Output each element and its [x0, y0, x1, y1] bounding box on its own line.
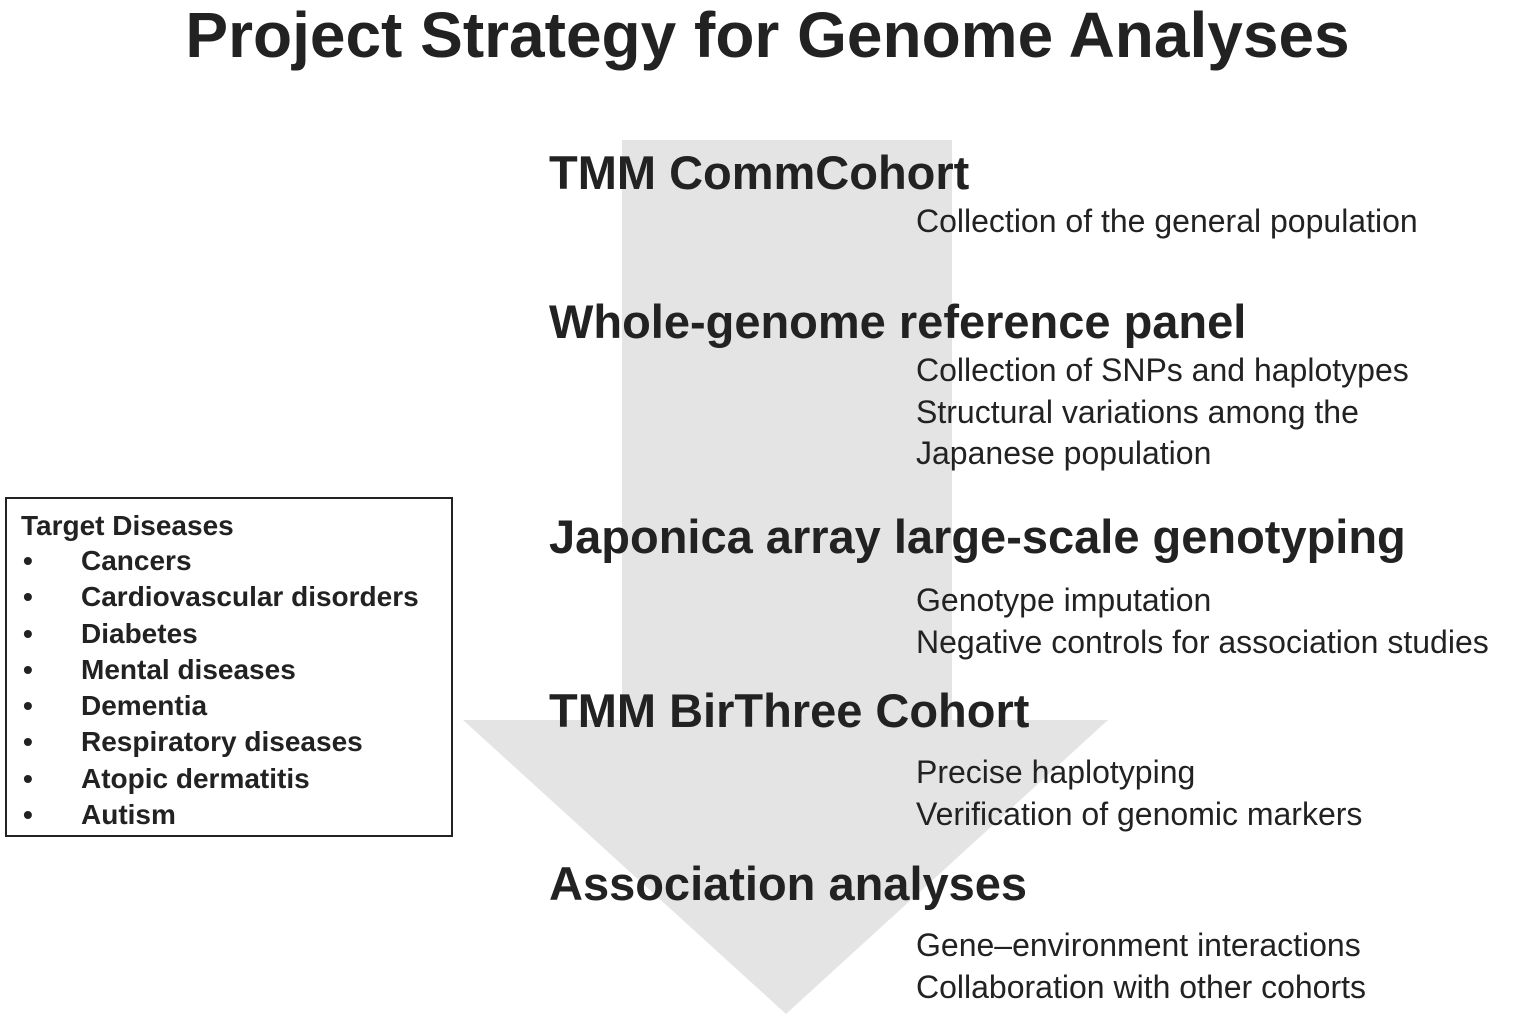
step-detail-line: Verification of genomic markers	[916, 795, 1363, 832]
step-detail-line: Japanese population	[916, 435, 1212, 471]
target-diseases-list: • Cancers • Cardiovascular disorders • Diab…	[21, 543, 451, 833]
disease-label: Diabetes	[81, 617, 198, 649]
disease-item: • Cancers	[21, 543, 451, 579]
step-japonica-array-genotyping: Japonica array large-scale genotyping Ge…	[549, 509, 1489, 663]
step-whole-genome-reference-panel: Whole-genome reference panel Collection …	[549, 294, 1409, 475]
step-detail-line: Collection of SNPs and haplotypes	[916, 352, 1409, 388]
bullet-icon: •	[23, 690, 33, 722]
page-title: Project Strategy for Genome Analyses	[185, 0, 1350, 71]
bullet-icon: •	[23, 581, 33, 613]
step-details: Collection of the general population	[916, 201, 1418, 243]
step-tmm-birthree-cohort: TMM BirThree Cohort Precise haplotyping …	[549, 683, 1362, 835]
disease-label: Cardiovascular disorders	[81, 581, 419, 613]
step-details: Gene–environment interactions Collaborat…	[916, 925, 1366, 1008]
step-detail-line: Gene–environment interactions	[916, 927, 1361, 963]
disease-label: Cancers	[81, 545, 192, 576]
step-detail-line: Collection of the general population	[916, 203, 1418, 239]
step-heading: Whole-genome reference panel	[549, 295, 1247, 348]
disease-item: • Mental diseases	[21, 652, 451, 688]
step-details: Collection of SNPs and haplotypes Struct…	[916, 350, 1409, 475]
bullet-icon: •	[23, 762, 33, 794]
step-heading: TMM CommCohort	[549, 146, 970, 199]
bullet-icon: •	[23, 617, 33, 649]
step-heading: TMM BirThree Cohort	[549, 684, 1030, 737]
flow-arrow-shape	[463, 140, 1108, 1014]
bullet-icon: •	[23, 726, 33, 758]
step-heading: Association analyses	[549, 857, 1028, 910]
disease-item: • Diabetes	[21, 616, 451, 652]
bullet-icon: •	[23, 545, 33, 576]
disease-item: • Autism	[21, 797, 451, 833]
step-association-analyses: Association analyses Gene–environment in…	[549, 856, 1366, 1008]
target-diseases-title: Target Diseases	[21, 510, 234, 541]
step-detail-line: Precise haplotyping	[916, 754, 1196, 790]
disease-label: Dementia	[81, 690, 208, 722]
disease-item: • Atopic dermatitis	[21, 761, 451, 797]
target-diseases-box: Target Diseases • Cancers • Cardiovascular…	[5, 497, 453, 837]
bullet-icon: •	[23, 799, 33, 831]
disease-item: • Respiratory diseases	[21, 724, 451, 760]
step-detail-line: Structural variations among the	[916, 393, 1359, 430]
step-tmm-commcohort: TMM CommCohort Collection of the general…	[549, 145, 1418, 243]
step-detail-line: Negative controls for association studie…	[916, 623, 1489, 660]
disease-item: • Dementia	[21, 688, 451, 724]
disease-label: Atopic dermatitis	[81, 762, 310, 794]
disease-label: Autism	[81, 799, 176, 831]
step-detail-line: Collaboration with other cohorts	[916, 968, 1367, 1005]
step-heading: Japonica array large-scale genotyping	[549, 510, 1406, 563]
disease-label: Respiratory diseases	[81, 726, 363, 758]
disease-label: Mental diseases	[81, 653, 296, 685]
disease-item: • Cardiovascular disorders	[21, 579, 451, 615]
step-details: Genotype imputation Negative controls fo…	[916, 580, 1489, 663]
step-details: Precise haplotyping Verification of geno…	[916, 752, 1362, 835]
bullet-icon: •	[23, 653, 33, 685]
step-detail-line: Genotype imputation	[916, 582, 1212, 618]
